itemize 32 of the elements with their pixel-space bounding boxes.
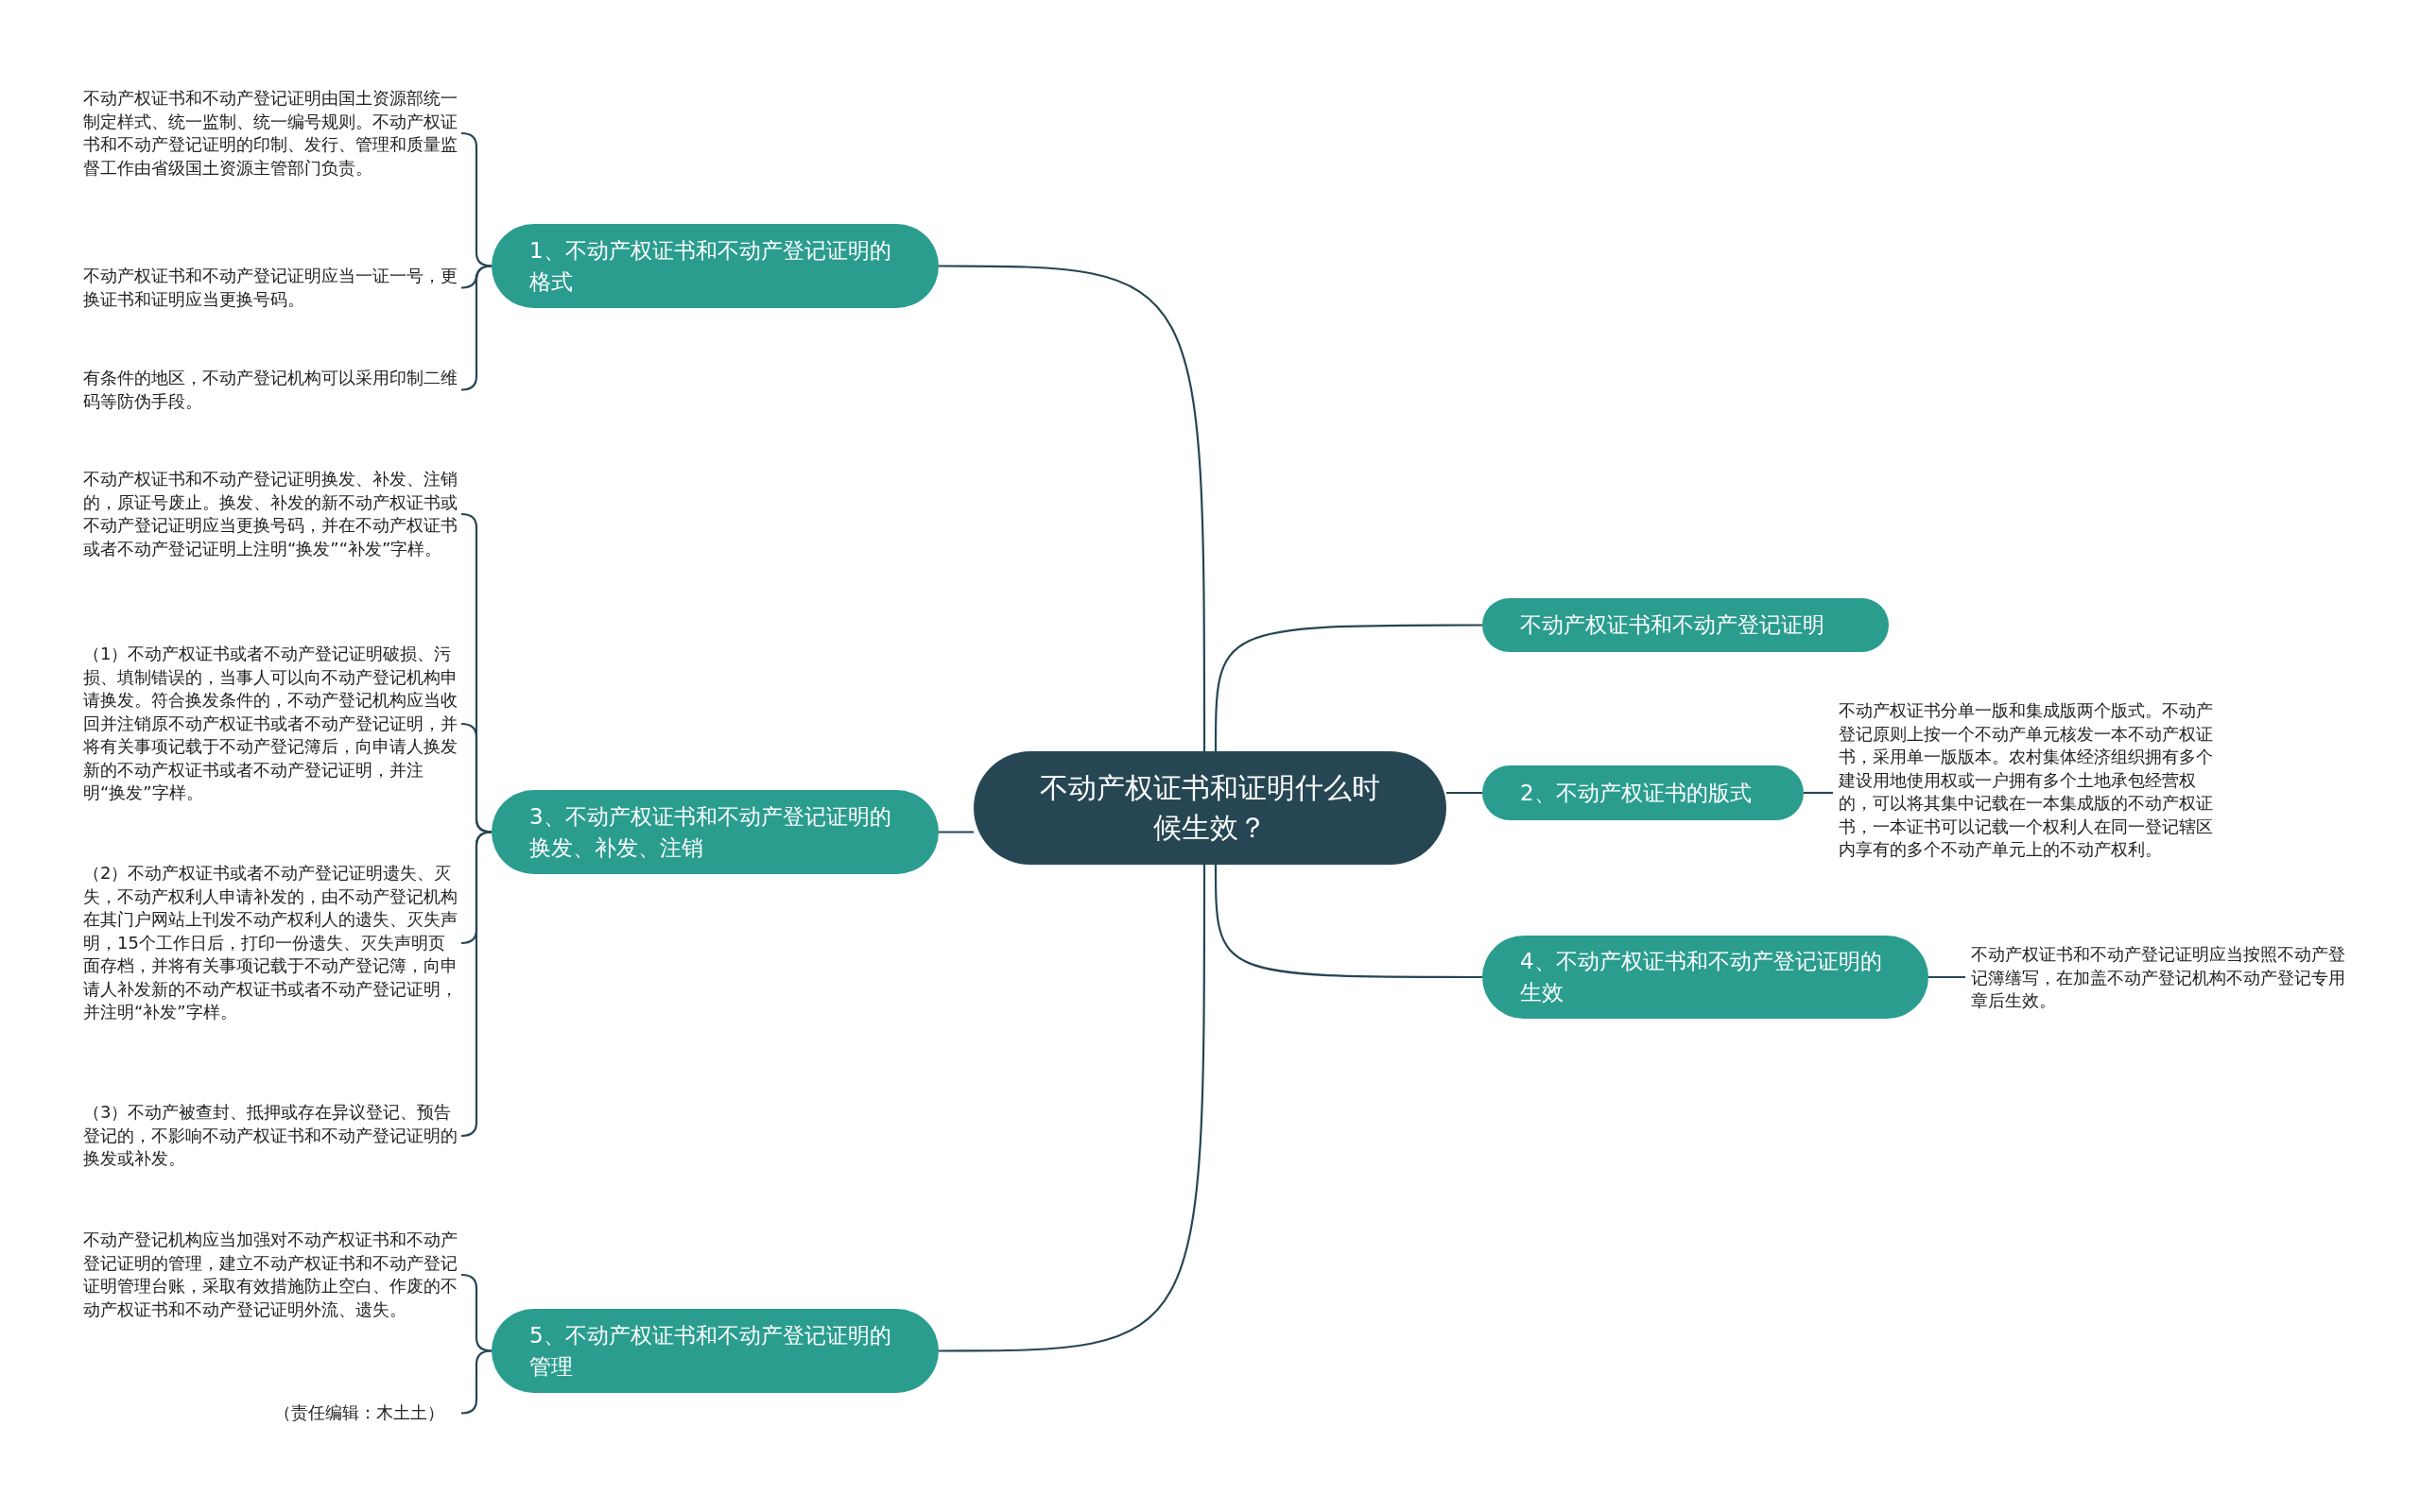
note-text: 不动产权证书和不动产登记证明应当一证一号，更换证书和证明应当更换号码。	[83, 265, 459, 311]
central-topic: 不动产权证书和证明什么时候生效？	[974, 751, 1446, 865]
connector-line	[1446, 791, 1482, 795]
connector-line	[939, 831, 974, 833]
note-text: 不动产登记机构应当加强对不动产权证书和不动产登记证明的管理，建立不动产权证书和不动产登记证明管理台账，采取有效措施防止空白、作废的不动产权证书和不动产登记证明外流、遗失。	[83, 1228, 459, 1321]
topic-pill: 不动产权证书和不动产登记证明	[1482, 598, 1889, 652]
topic-pill: 5、不动产权证书和不动产登记证明的管理	[492, 1309, 939, 1393]
note-text: 不动产权证书和不动产登记证明换发、补发、注销的，原证号废止。换发、补发的新不动产权证书或不动产登记证明应当更换号码，并在不动产权证书或者不动产登记证明上注明“换发”“补发”字样。	[83, 468, 459, 560]
note-text: 有条件的地区，不动产登记机构可以采用印制二维码等防伪手段。	[83, 367, 459, 413]
note-text: （2）不动产权证书或者不动产登记证明遗失、灭失，不动产权利人申请补发的，由不动产登记机构在其门户网站上刊发不动产权利人的遗失、灭失声明，15个工作日后，打印一份遗失、灭失声明页面存档，并将有关事项记载于不动产登记簿，向申请人补发新的不动产权证书或者不动产登记证明，并注明“补发”字样。	[83, 862, 459, 1024]
note-text: （1）不动产权证书或者不动产登记证明破损、污损、填制错误的，当事人可以向不动产登记机构申请换发。符合换发条件的，不动产登记机构应当收回并注销原不动产权证书或者不动产登记证明，并将有关事项记载于不动产登记簿后，向申请人换发新的不动产权证书或者不动产登记证明，并注明“换发”字样。	[83, 643, 459, 805]
connector-line	[460, 831, 493, 1138]
topic-pill: 2、不动产权证书的版式	[1482, 765, 1804, 820]
connector-line	[460, 722, 493, 833]
connector-line	[939, 865, 1206, 1352]
connector-line	[460, 131, 493, 267]
connector-line	[939, 265, 1206, 751]
editor-note: （责任编辑：木土土）	[83, 1401, 459, 1425]
connector-line	[1214, 624, 1482, 751]
connector-line	[460, 265, 493, 391]
connector-line	[1928, 975, 1965, 979]
connector-line	[1804, 791, 1833, 795]
topic-pill: 1、不动产权证书和不动产登记证明的格式	[492, 224, 939, 308]
topic-pill: 4、不动产权证书和不动产登记证明的生效	[1482, 936, 1928, 1019]
topic-pill: 3、不动产权证书和不动产登记证明的换发、补发、注销	[492, 790, 939, 874]
connector-line	[460, 1273, 493, 1352]
note-text: 不动产权证书和不动产登记证明由国土资源部统一制定样式、统一监制、统一编号规则。不动产权证书和不动产登记证明的印制、发行、管理和质量监督工作由省级国土资源主管部门负责。	[83, 87, 459, 180]
note-text: （3）不动产被查封、抵押或存在异议登记、预告登记的，不影响不动产权证书和不动产登记证明的换发或补发。	[83, 1101, 459, 1171]
connector-line	[460, 1349, 493, 1415]
note-text: 不动产权证书分单一版和集成版两个版式。不动产登记原则上按一个不动产单元核发一本不动产权证书，采用单一版版本。农村集体经济组织拥有多个建设用地使用权或一户拥有多个土地承包经营权的，可以将其集中记载在一本集成版的不动产权证书，一本证书可以记载一个权利人在同一登记辖区内享有的多个不动产单元上的不动产权利。	[1839, 699, 2217, 862]
connector-line	[1214, 865, 1482, 979]
note-text: 不动产权证书和不动产登记证明应当按照不动产登记簿缮写，在加盖不动产登记机构不动产登记专用章后生效。	[1971, 943, 2349, 1013]
